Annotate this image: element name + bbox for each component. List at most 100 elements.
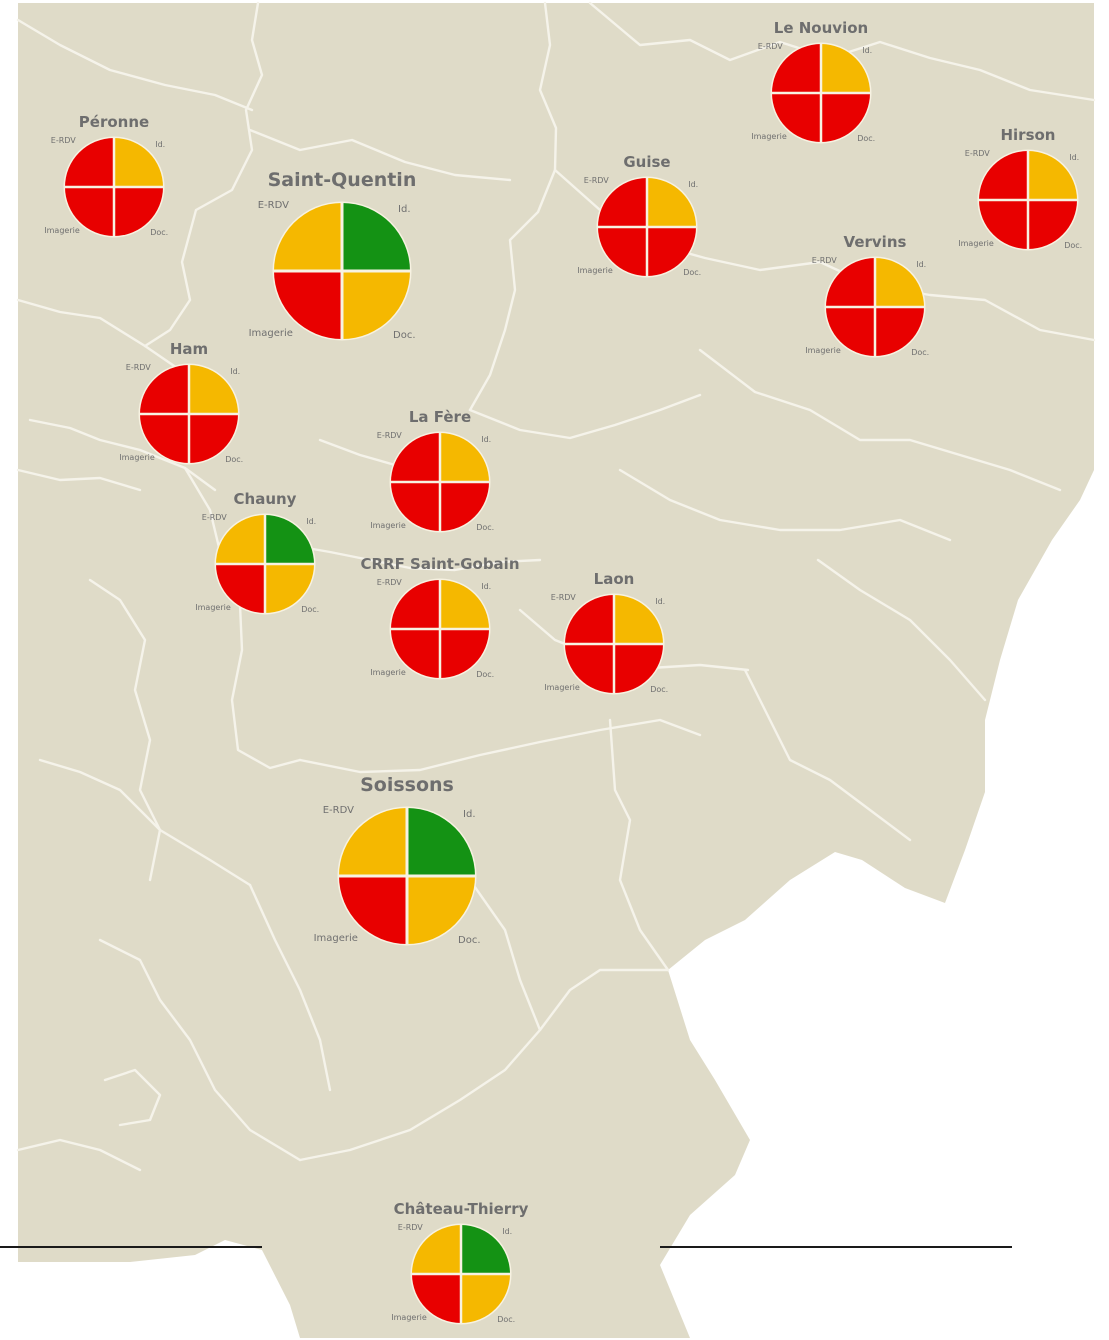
status-quadrant-br — [821, 93, 870, 142]
status-quadrant-bl — [826, 307, 875, 356]
quadrant-label-br: Doc. — [225, 455, 243, 464]
quadrant-label-tr: Id. — [230, 367, 240, 376]
status-quadrant-tr — [461, 1225, 510, 1274]
quadrant-label-bl: Imagerie — [44, 226, 80, 235]
status-quadrant-tl — [216, 515, 265, 564]
quadrant-label-tr: Id. — [155, 140, 165, 149]
quadrant-label-bl: Imagerie — [391, 1313, 427, 1322]
quadrant-label-tr: Id. — [481, 435, 491, 444]
status-quadrant-bl — [140, 414, 189, 463]
status-quadrant-tr — [821, 44, 870, 93]
quadrant-label-br: Doc. — [497, 1315, 515, 1324]
quadrant-label-br: Doc. — [476, 670, 494, 679]
status-quadrant-tr — [875, 258, 924, 307]
status-quadrant-bl — [274, 271, 342, 339]
status-quadrant-bl — [65, 187, 114, 236]
quadrant-label-bl: Imagerie — [249, 328, 293, 339]
quadrant-label-bl: Imagerie — [370, 521, 406, 530]
status-quadrant-br — [407, 876, 475, 944]
status-quadrant-bl — [391, 629, 440, 678]
city-name: Guise — [623, 153, 670, 171]
quadrant-label-tl: E-RDV — [965, 149, 991, 158]
quadrant-label-bl: Imagerie — [195, 603, 231, 612]
status-quadrant-bl — [565, 644, 614, 693]
quadrant-label-bl: Imagerie — [544, 683, 580, 692]
quadrant-label-tl: E-RDV — [51, 136, 77, 145]
status-quadrant-br — [114, 187, 163, 236]
status-quadrant-tl — [391, 433, 440, 482]
status-quadrant-br — [647, 227, 696, 276]
status-quadrant-bl — [598, 227, 647, 276]
status-quadrant-tr — [114, 138, 163, 187]
quadrant-label-tr: Id. — [463, 809, 475, 820]
quadrant-label-tr: Id. — [916, 260, 926, 269]
status-quadrant-tl — [274, 203, 342, 271]
status-quadrant-tl — [339, 808, 407, 876]
status-quadrant-tr — [342, 203, 410, 271]
quadrant-label-tl: E-RDV — [584, 176, 610, 185]
quadrant-label-br: Doc. — [650, 685, 668, 694]
status-quadrant-tl — [565, 595, 614, 644]
status-quadrant-br — [461, 1274, 510, 1323]
city-name: La Fère — [409, 408, 471, 426]
quadrant-label-tl: E-RDV — [258, 200, 289, 211]
city-name: CRRF Saint-Gobain — [360, 555, 519, 573]
quadrant-label-tr: Id. — [655, 597, 665, 606]
status-quadrant-br — [440, 482, 489, 531]
status-quadrant-tr — [407, 808, 475, 876]
city-name: Soissons — [360, 774, 454, 796]
quadrant-label-tl: E-RDV — [551, 593, 577, 602]
quadrant-label-bl: Imagerie — [370, 668, 406, 677]
quadrant-label-bl: Imagerie — [805, 346, 841, 355]
city-name: Saint-Quentin — [268, 169, 417, 191]
status-quadrant-bl — [772, 93, 821, 142]
quadrant-label-tl: E-RDV — [323, 805, 354, 816]
quadrant-label-tl: E-RDV — [812, 256, 838, 265]
quadrant-label-tr: Id. — [398, 204, 410, 215]
quadrant-label-tr: Id. — [306, 517, 316, 526]
status-quadrant-tl — [65, 138, 114, 187]
quadrant-label-tr: Id. — [481, 582, 491, 591]
quadrant-label-bl: Imagerie — [958, 239, 994, 248]
status-quadrant-tr — [265, 515, 314, 564]
quadrant-label-br: Doc. — [1064, 241, 1082, 250]
city-name: Laon — [594, 570, 635, 588]
status-quadrant-tr — [440, 580, 489, 629]
quadrant-label-br: Doc. — [393, 330, 416, 341]
quadrant-label-br: Doc. — [683, 268, 701, 277]
quadrant-label-tr: Id. — [862, 46, 872, 55]
city-name: Le Nouvion — [774, 19, 868, 37]
status-quadrant-br — [875, 307, 924, 356]
quadrant-label-bl: Imagerie — [751, 132, 787, 141]
quadrant-label-tl: E-RDV — [758, 42, 784, 51]
status-quadrant-tr — [614, 595, 663, 644]
quadrant-label-br: Doc. — [458, 935, 481, 946]
city-name: Péronne — [79, 113, 149, 131]
status-quadrant-bl — [391, 482, 440, 531]
quadrant-label-bl: Imagerie — [119, 453, 155, 462]
city-name: Chauny — [234, 490, 297, 508]
quadrant-label-br: Doc. — [857, 134, 875, 143]
quadrant-label-bl: Imagerie — [577, 266, 613, 275]
city-name: Ham — [170, 340, 208, 358]
city-name: Vervins — [844, 233, 907, 251]
status-quadrant-br — [342, 271, 410, 339]
status-quadrant-tl — [412, 1225, 461, 1274]
status-quadrant-br — [189, 414, 238, 463]
status-quadrant-bl — [216, 564, 265, 613]
quadrant-label-tl: E-RDV — [377, 578, 403, 587]
